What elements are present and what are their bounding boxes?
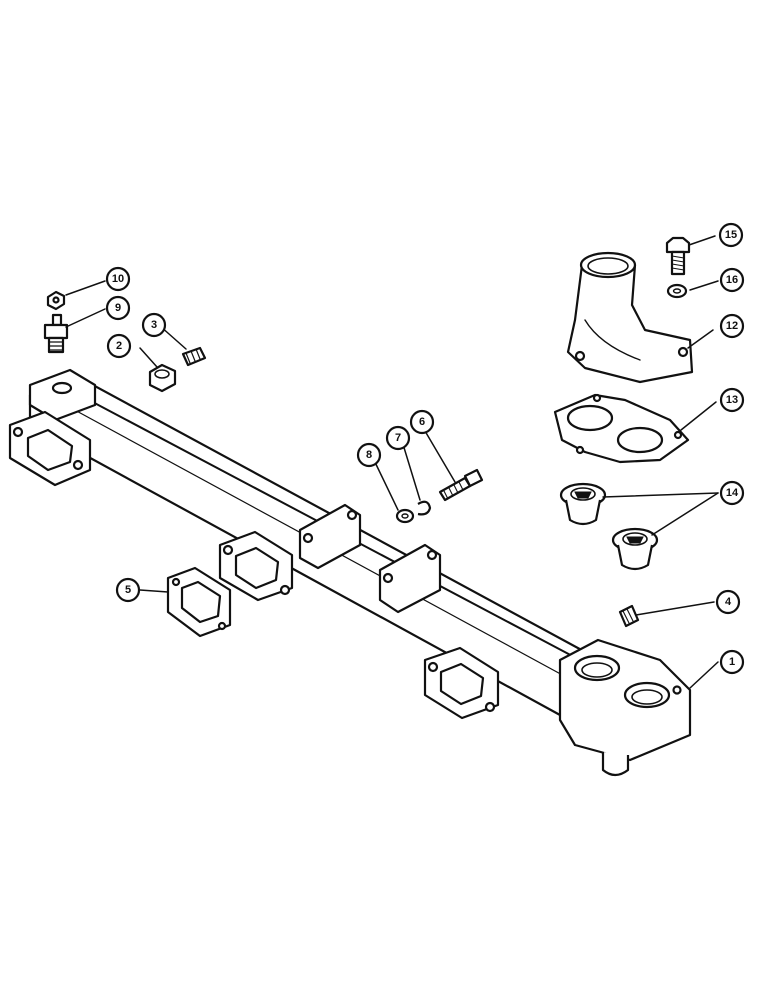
callout-8: 8	[356, 442, 382, 468]
callout-15-label: 15	[725, 229, 737, 241]
callout-6-label: 6	[419, 416, 425, 428]
outlet-lock-washer	[666, 283, 688, 299]
water-outlet-housing	[566, 251, 694, 384]
cap-screw	[438, 468, 484, 502]
flange-gasket	[166, 566, 232, 638]
callout-12: 12	[719, 313, 745, 339]
flat-washer	[395, 508, 415, 524]
callout-10: 10	[105, 266, 131, 292]
callout-5: 5	[115, 577, 141, 603]
callout-5-label: 5	[125, 584, 131, 596]
callout-13-label: 13	[726, 394, 738, 406]
temperature-sender	[43, 313, 69, 354]
callout-4-label: 4	[725, 596, 732, 608]
callout-4: 4	[715, 589, 741, 615]
callout-13: 13	[719, 387, 745, 413]
callout-10-label: 10	[112, 273, 124, 285]
callout-3: 3	[141, 312, 167, 338]
callout-12-label: 12	[726, 320, 738, 332]
callout-1-label: 1	[729, 656, 735, 668]
callout-9: 9	[105, 295, 131, 321]
thermostat-upper	[559, 482, 607, 526]
callout-15: 15	[718, 222, 744, 248]
leader-lines	[65, 235, 719, 689]
callout-9-label: 9	[115, 302, 121, 314]
lock-washer	[417, 500, 432, 516]
callout-1: 1	[719, 649, 745, 675]
pipe-plug	[618, 604, 640, 628]
callout-8-label: 8	[366, 449, 372, 461]
hex-fitting	[148, 363, 177, 393]
callout-14: 14	[719, 480, 745, 506]
callout-2: 2	[106, 333, 132, 359]
water-manifold	[8, 368, 692, 777]
callout-6: 6	[409, 409, 435, 435]
callout-2-label: 2	[116, 340, 122, 352]
callout-16-label: 16	[726, 274, 738, 286]
callout-7: 7	[385, 425, 411, 451]
outlet-gasket	[553, 393, 690, 464]
callout-16: 16	[719, 267, 745, 293]
thermostat-lower	[611, 527, 659, 571]
threaded-plug	[181, 346, 207, 367]
hex-nut	[46, 290, 66, 311]
outlet-bolt	[665, 236, 691, 276]
callout-14-label: 14	[726, 487, 739, 499]
callout-7-label: 7	[395, 432, 401, 444]
callout-3-label: 3	[151, 319, 157, 331]
